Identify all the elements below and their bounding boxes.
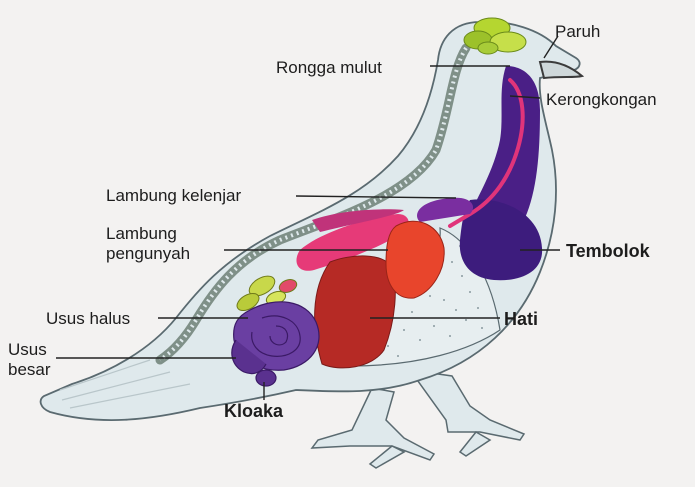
label-kerongkongan: Kerongkongan [546, 90, 657, 110]
label-tembolok: Tembolok [566, 241, 650, 261]
label-lambung-pengunyah-line1: Lambung [106, 224, 177, 244]
label-hati: Hati [504, 309, 538, 329]
label-lambung-kelenjar: Lambung kelenjar [106, 186, 241, 206]
label-usus-halus: Usus halus [46, 309, 130, 329]
liver [315, 256, 396, 368]
label-paruh: Paruh [555, 22, 600, 42]
label-usus-besar-line2: besar [8, 360, 51, 380]
label-rongga-mulut: Rongga mulut [276, 58, 382, 78]
label-usus-besar-line1: Usus [8, 340, 47, 360]
label-kloaka: Kloaka [224, 401, 283, 421]
label-lambung-pengunyah-line2: pengunyah [106, 244, 190, 264]
